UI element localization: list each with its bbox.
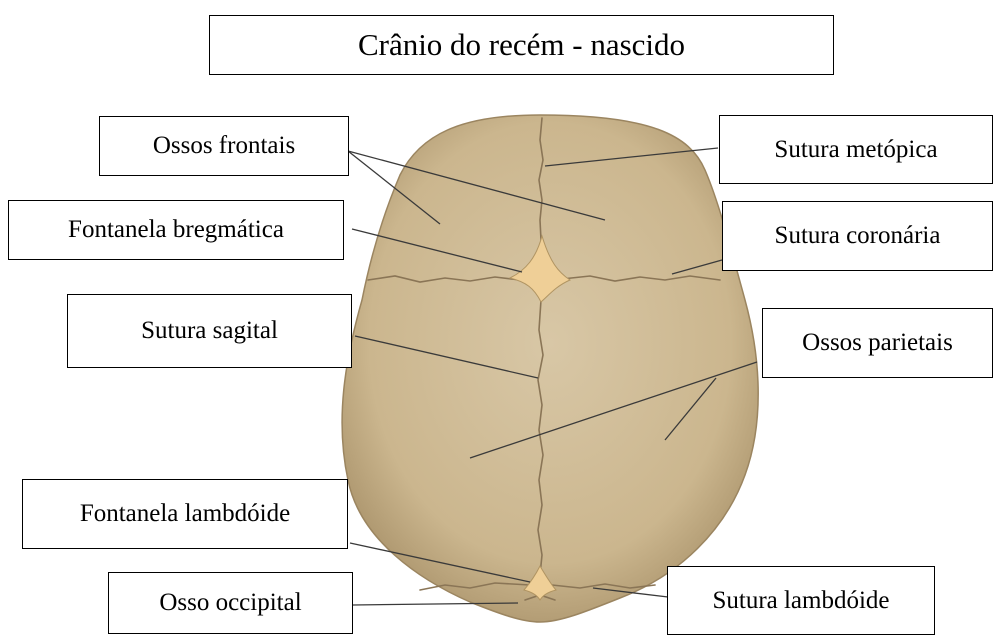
label-fontanela-bregmatica: Fontanela bregmática: [8, 200, 344, 260]
label-ossos-parietais: Ossos parietais: [762, 308, 993, 378]
label-sutura-coronaria: Sutura coronária: [722, 201, 993, 271]
label-osso-occipital: Osso occipital: [108, 572, 353, 634]
label-sutura-sagital: Sutura sagital: [67, 294, 352, 368]
skull-cranium: [342, 115, 758, 622]
label-ossos-frontais: Ossos frontais: [99, 116, 349, 176]
label-sutura-lambdoide: Sutura lambdóide: [667, 566, 935, 635]
diagram-title: Crânio do recém - nascido: [209, 15, 834, 75]
label-sutura-metopica: Sutura metópica: [719, 115, 993, 184]
label-fontanela-lambdoide: Fontanela lambdóide: [22, 479, 348, 549]
